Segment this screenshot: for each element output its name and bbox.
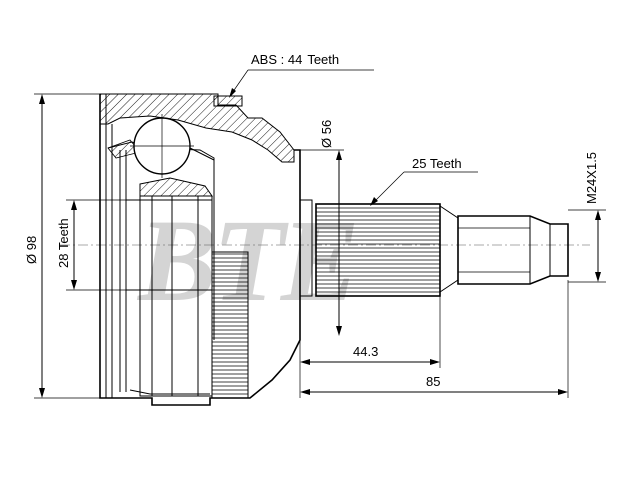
length-spline-label: 44.3 (353, 344, 378, 359)
dim-seal-diameter: Ø 56 (300, 120, 344, 336)
shaft-teeth-callout: 25 Teeth (370, 156, 478, 206)
dim-thread: M24X1.5 (568, 152, 606, 283)
abs-ring (211, 251, 249, 399)
thread-label: M24X1.5 (584, 152, 599, 204)
length-total-label: 85 (426, 374, 440, 389)
seal-diameter-label: Ø 56 (319, 120, 334, 148)
seal-neck (299, 162, 313, 330)
ball-bearing (130, 114, 215, 178)
dim-length-spline: 44.3 (300, 296, 441, 368)
outer-diameter-label: Ø 98 (24, 236, 39, 264)
dim-length-total: 85 (299, 280, 569, 398)
shaft-teeth-label: 25 Teeth (412, 156, 462, 171)
inner-teeth-label: 28 Teeth (56, 218, 71, 268)
abs-tooth-marker (213, 95, 243, 107)
spline-shaft (315, 203, 569, 297)
dim-inner-teeth: 28 Teeth (56, 199, 130, 291)
dim-outer-diameter: Ø 98 (24, 93, 100, 399)
